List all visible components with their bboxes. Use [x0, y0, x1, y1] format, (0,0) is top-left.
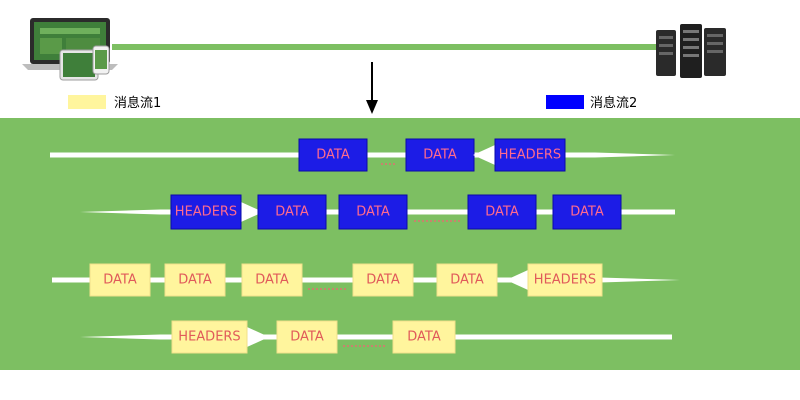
data-frame	[89, 263, 151, 297]
data-frame	[338, 194, 408, 230]
stream-row: DATA DATA HEADERS	[50, 138, 675, 172]
data-frame	[164, 263, 226, 297]
headers-frame-label: HEADERS	[178, 330, 240, 345]
data-frame	[405, 138, 475, 172]
headers-frame-label: HEADERS	[534, 273, 596, 288]
arrow-fletching	[241, 202, 263, 222]
data-frame-label: DATA	[366, 273, 400, 288]
data-frame	[436, 263, 498, 297]
data-frame-label: DATA	[290, 330, 324, 345]
stream-arrow	[80, 334, 672, 340]
down-arrow-icon	[366, 62, 378, 114]
legend-label-stream1: 消息流1	[114, 95, 161, 111]
headers-frame	[527, 263, 603, 297]
legend-swatch-stream1	[68, 95, 106, 109]
data-frame-label: DATA	[570, 205, 604, 220]
legend: 消息流1 消息流2	[68, 95, 637, 111]
data-frame	[257, 194, 327, 230]
headers-frame	[494, 138, 566, 172]
legend-swatch-stream2	[546, 95, 584, 109]
data-frame-label: DATA	[485, 205, 519, 220]
stream-row: HEADERS DATA DATA	[80, 320, 672, 354]
laptop-tablet-phone-icon	[22, 18, 118, 81]
data-frame	[241, 263, 303, 297]
arrow-fletching	[506, 270, 528, 290]
headers-frame	[171, 320, 248, 354]
data-frame-label: DATA	[356, 205, 390, 220]
arrow-fletching	[473, 145, 495, 165]
stream-row: HEADERS DATA DATA DATA DATA	[80, 194, 675, 230]
data-frame-label: DATA	[255, 273, 289, 288]
headers-frame-label: HEADERS	[499, 148, 561, 163]
data-frame	[298, 138, 368, 172]
data-frame	[276, 320, 338, 354]
data-frame-label: DATA	[407, 330, 441, 345]
data-frame	[352, 263, 414, 297]
arrow-fletching	[247, 327, 269, 347]
data-frame	[392, 320, 456, 354]
data-frame-label: DATA	[450, 273, 484, 288]
data-frame-label: DATA	[103, 273, 137, 288]
legend-label-stream2: 消息流2	[590, 95, 637, 111]
data-frame-label: DATA	[316, 148, 350, 163]
data-frame	[467, 194, 537, 230]
connection-line	[112, 44, 657, 50]
headers-frame-label: HEADERS	[175, 205, 237, 220]
headers-frame	[170, 194, 242, 230]
server-rack-icon	[656, 24, 726, 78]
data-frame-label: DATA	[178, 273, 212, 288]
data-frame-label: DATA	[275, 205, 309, 220]
stream-row: DATA DATA DATA DATA DATA HEADERS	[52, 263, 680, 297]
data-frame	[552, 194, 622, 230]
data-frame-label: DATA	[423, 148, 457, 163]
